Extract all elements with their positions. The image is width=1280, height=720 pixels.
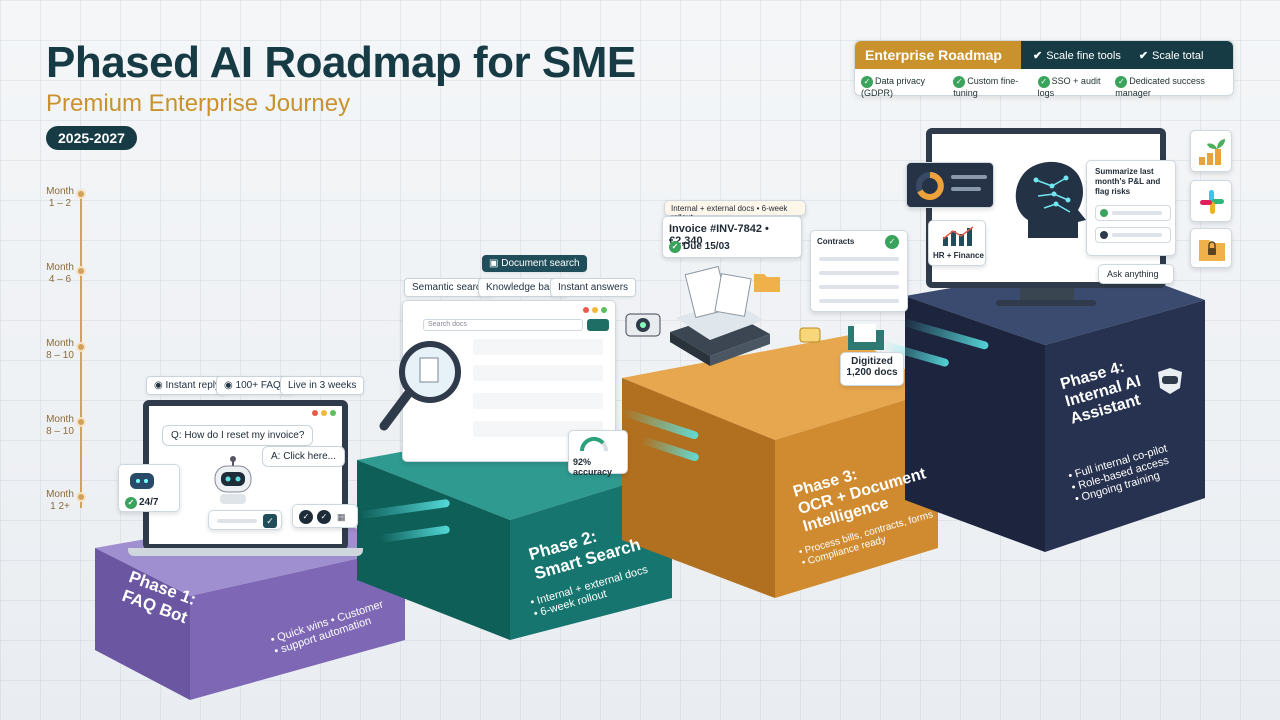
chat-icon (798, 326, 822, 348)
check-icon: ✓ (299, 510, 313, 524)
check-icon: ✓ (885, 235, 899, 249)
slack-icon[interactable] (1190, 180, 1232, 222)
search-input[interactable]: Search docs (423, 319, 583, 331)
bar-chart-icon (942, 226, 974, 246)
monitor-base (996, 300, 1096, 306)
ai-head-icon (1008, 150, 1092, 244)
question-bubble: Q: How do I reset my invoice? (162, 425, 314, 446)
check-icon: ✓ (861, 76, 873, 88)
folder-icon (752, 268, 782, 294)
feature-item: ✓Data privacy (GDPR) (861, 76, 926, 98)
feature-item: ✓SSO + audit logs (1037, 76, 1101, 98)
search-button[interactable] (587, 319, 609, 331)
check-icon: ✓ (125, 497, 137, 509)
check-icon: ✓ (263, 514, 277, 528)
page-subtitle: Premium Enterprise Journey (46, 90, 351, 117)
badge-card: ✓24/7 (118, 464, 180, 512)
qr-icon: ▦ (337, 512, 346, 522)
check-icon: ✓ (669, 241, 681, 253)
years-badge: 2025-2027 (46, 126, 137, 150)
chip-instant-reply: ◉ Instant reply (146, 376, 228, 395)
check-icon: ✔ (1138, 49, 1149, 62)
camera-icon (624, 306, 662, 340)
ask-input[interactable]: Ask anything (1098, 264, 1174, 284)
robot-icon (210, 456, 256, 506)
enterprise-tab[interactable]: ✔Scale fine tools (1033, 49, 1121, 62)
chat-icon: ◉ (224, 380, 236, 391)
timeline-dot (76, 417, 86, 427)
timeline-dot (76, 342, 86, 352)
donut-chart-icon (916, 172, 944, 200)
option-row (1095, 227, 1171, 243)
phase3-banner: Internal + external docs • 6-week rollou… (664, 200, 806, 222)
timeline-dot (76, 266, 86, 276)
check-icon: ✓ (953, 76, 966, 88)
scanner-icon (660, 262, 780, 372)
folder-icon: ▣ (489, 258, 502, 269)
magnifier-icon (376, 334, 470, 434)
secure-folder-icon[interactable] (1190, 228, 1232, 268)
answer-bubble: A: Click here... (262, 446, 346, 467)
monitor-stand (1020, 288, 1074, 302)
chip-instant-answers: Instant answers (550, 278, 637, 297)
status-card: ✓ ✓ ▦ (292, 504, 358, 528)
hr-finance-card: HR + Finance (928, 220, 986, 266)
contracts-title: Contracts (817, 237, 855, 246)
accuracy-card: 92% accuracy (568, 430, 628, 477)
feature-item: ✓Custom fine-tuning (953, 76, 1019, 98)
feature-item: ✓Dedicated success manager (1115, 76, 1205, 98)
enterprise-roadmap-title: Enterprise Roadmap (855, 41, 1021, 69)
accuracy-label: 92% accuracy (573, 457, 613, 477)
contracts-panel: Contracts ✓ (810, 230, 908, 312)
check-icon: ✓ (317, 510, 331, 524)
chip-live: Live in 3 weeks (280, 376, 365, 395)
input-card: ✓ (208, 510, 282, 530)
laptop-base (128, 548, 363, 556)
enterprise-tab[interactable]: ✔Scale total (1138, 49, 1204, 62)
page-title: Phased AI Roadmap for SME (46, 38, 636, 87)
check-icon: ✓ (1115, 76, 1128, 88)
window-dots (583, 307, 607, 313)
folder-icon (846, 320, 886, 352)
shield-icon (1150, 366, 1190, 396)
invoice-card: Invoice #INV-7842 • €2,340 ✓Due 15/03 (662, 216, 802, 258)
availability-badge: ✓24/7 (125, 497, 158, 509)
timeline-dot (76, 189, 86, 199)
growth-icon[interactable] (1190, 130, 1232, 172)
chat-icon: ◉ (154, 380, 166, 391)
digitized-card: Digitized 1,200 docs (840, 352, 904, 386)
window-dots (312, 410, 336, 416)
check-icon: ✓ (1037, 76, 1050, 88)
prompt-card: Summarize last month's P&L and flag risk… (1086, 160, 1176, 256)
enterprise-roadmap-panel: Enterprise Roadmap ✔Scale fine tools ✔Sc… (854, 40, 1234, 98)
timeline-dot (76, 492, 86, 502)
dashboard-card (906, 162, 994, 208)
check-icon: ✔ (1033, 49, 1043, 62)
gauge-icon (579, 436, 608, 452)
chip-document-search: ▣ Document search (482, 255, 587, 272)
robot-icon (127, 471, 157, 491)
option-row (1095, 205, 1171, 221)
